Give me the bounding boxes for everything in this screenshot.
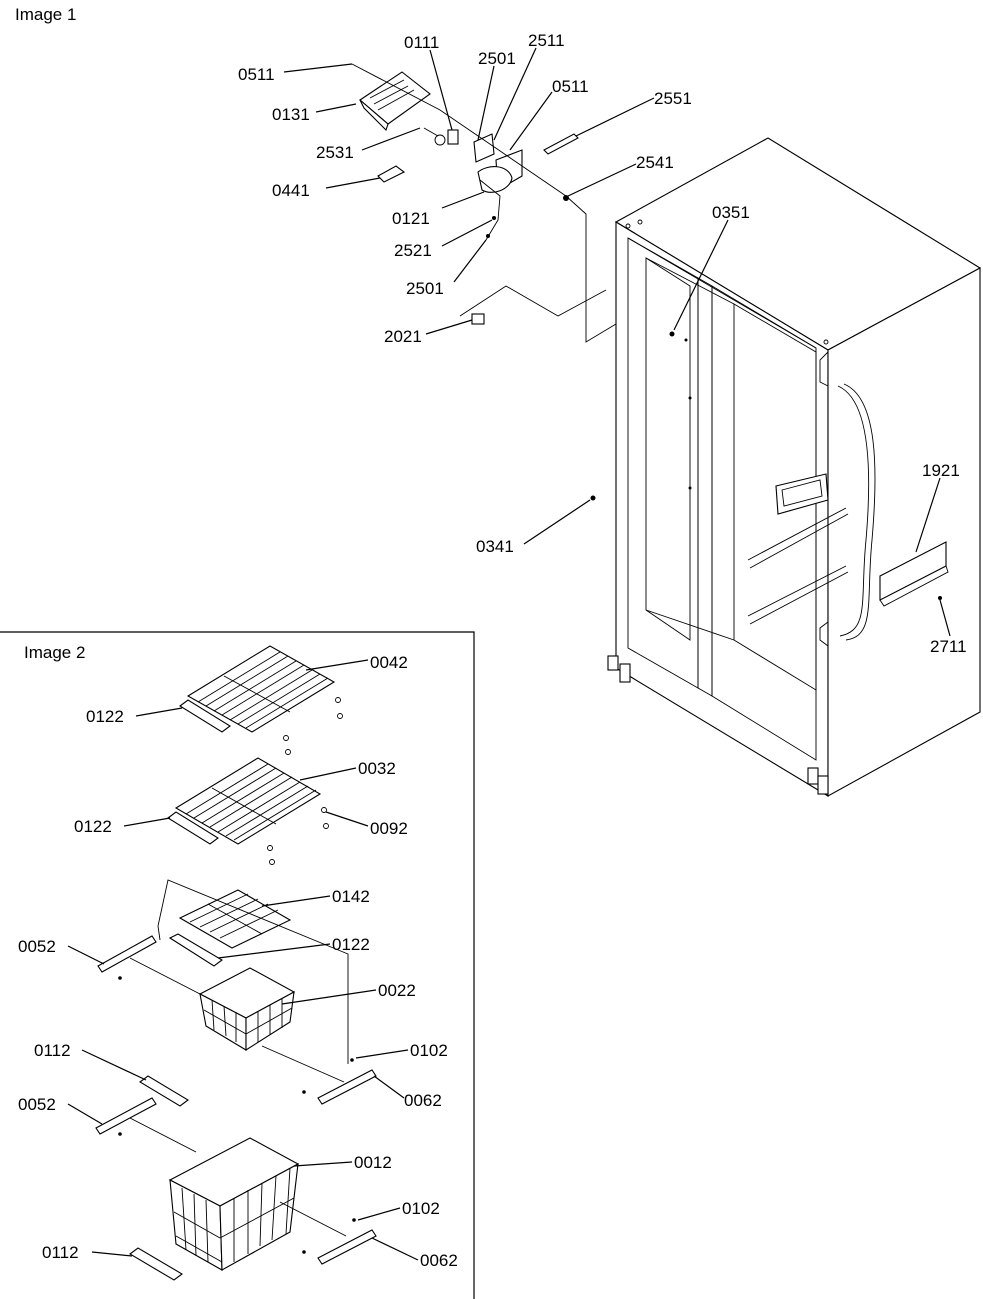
label-0052-b: 0052 [18,1095,56,1114]
slide-rails-lower [95,1097,377,1265]
label-0511-b: 0511 [552,77,589,96]
shelf-0032 [167,757,329,865]
image2-leaders [67,659,419,1261]
label-2521: 2521 [394,241,432,260]
shelf-0042 [179,645,343,755]
label-2501-a: 2501 [478,49,516,68]
label-0032: 0032 [358,759,396,778]
dispenser-assembly [351,63,617,343]
label-0111: 0111 [404,33,439,52]
label-0052-a: 0052 [18,937,56,956]
label-0022: 0022 [378,981,416,1000]
label-0112-b: 0112 [42,1243,79,1262]
label-0121: 0121 [392,209,430,228]
label-0092: 0092 [370,819,408,838]
image1-leaders [283,47,951,637]
slide-rails-upper [97,935,377,1105]
label-0012: 0012 [354,1153,392,1172]
label-0042: 0042 [370,653,408,672]
label-2021: 2021 [384,327,422,346]
label-0351: 0351 [712,203,750,222]
label-2551: 2551 [654,89,692,108]
image2-labels: 0042 0122 0032 0122 0092 0142 0052 0122 … [18,653,458,1270]
basket-0022 [198,967,296,1052]
image1-title: Image 1 [15,5,76,24]
basket-0012 [168,1137,300,1271]
label-0062-b: 0062 [420,1251,458,1270]
label-0112-a: 0112 [34,1041,71,1060]
refrigerator-cabinet [590,137,982,797]
label-0511-a: 0511 [238,65,275,84]
label-2501-b: 2501 [406,279,444,298]
label-0102-b: 0102 [402,1199,440,1218]
image2-title: Image 2 [24,643,85,662]
label-0122-a: 0122 [86,707,124,726]
label-2711: 2711 [930,637,967,656]
label-0102-a: 0102 [410,1041,448,1060]
label-1921: 1921 [922,461,960,480]
label-0122-c: 0122 [332,935,370,954]
shelf-0142 [157,879,349,1064]
label-0341: 0341 [476,537,514,556]
label-0062-a: 0062 [404,1091,442,1110]
bar-0112-lower [129,1247,183,1281]
label-0441: 0441 [272,181,310,200]
bar-0112-upper [139,1075,189,1107]
label-2511: 2511 [528,31,565,50]
label-0131: 0131 [272,105,310,124]
label-2541: 2541 [636,153,674,172]
image2-frame [0,631,475,1299]
label-0122-b: 0122 [74,817,112,836]
image1-labels: 0511 0131 0111 2501 2511 0511 2551 2531 … [238,31,967,656]
label-0142: 0142 [332,887,370,906]
label-2531: 2531 [316,143,354,162]
